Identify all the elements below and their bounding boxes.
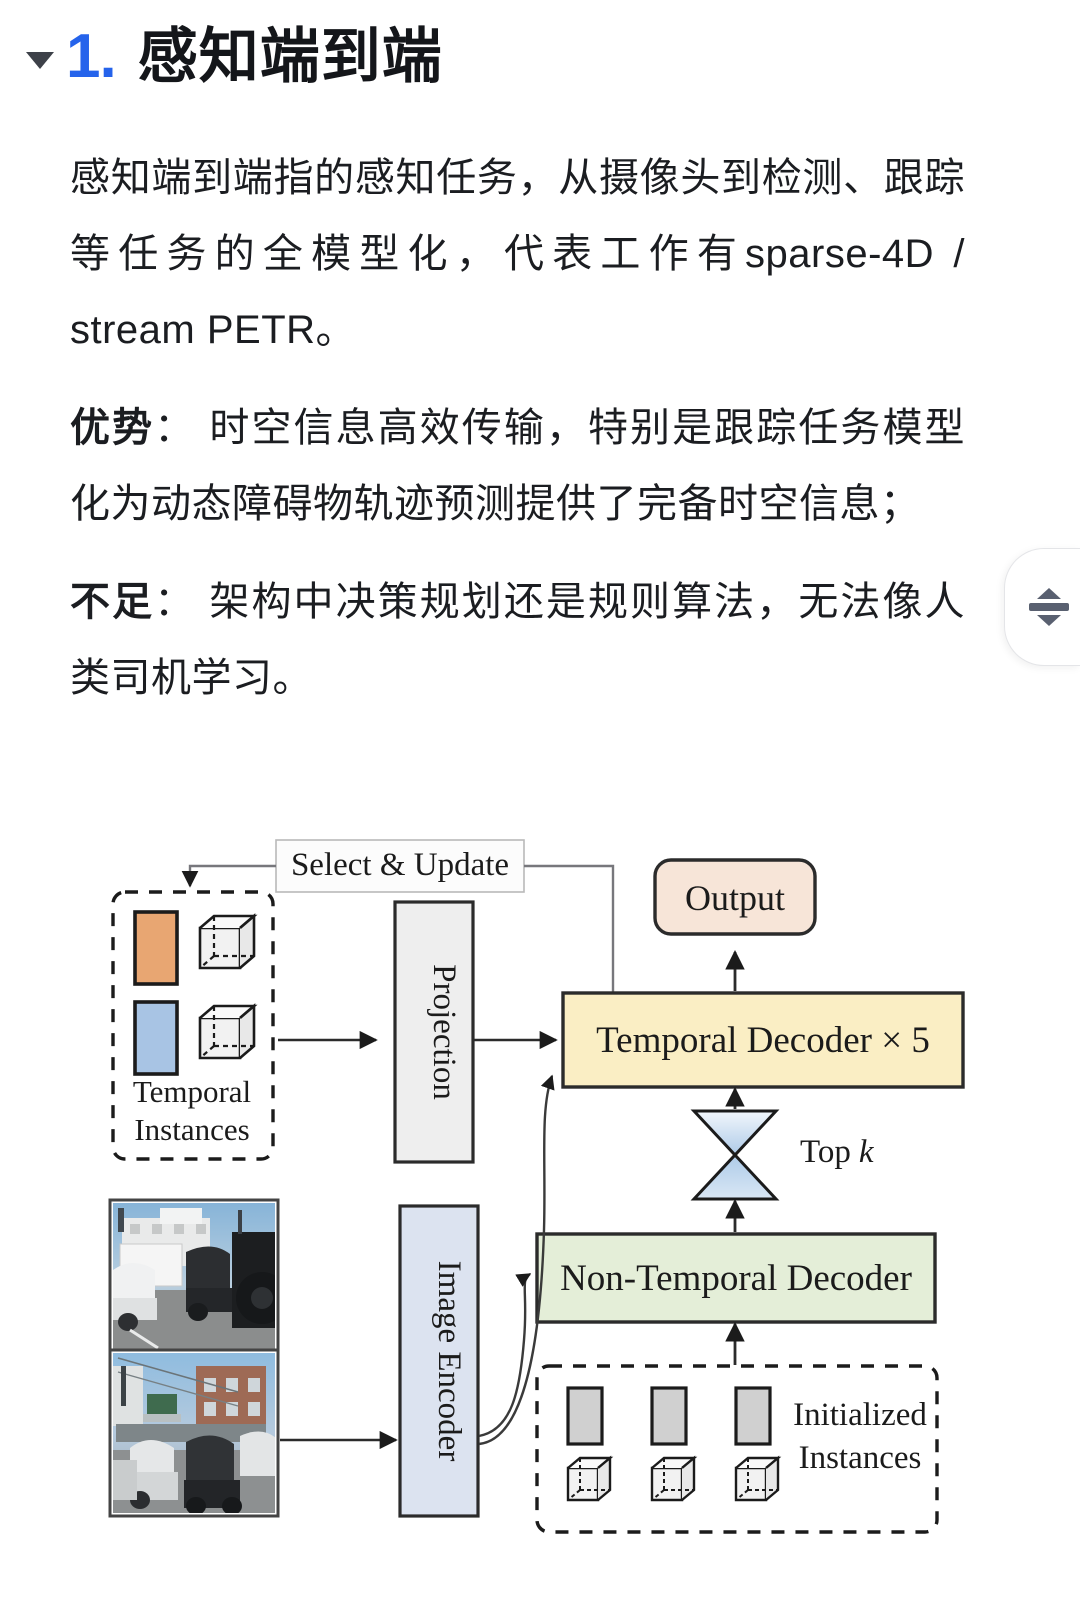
limitations-separator: ：: [154, 580, 197, 624]
initialized-instances-label-2: Instances: [799, 1440, 922, 1476]
temporal-instances-label-2: Instances: [134, 1112, 249, 1147]
projection-node: [393, 900, 475, 1164]
triangle-down-icon[interactable]: [1036, 615, 1061, 626]
paragraph-advantages: 优势： 时空信息高效传输，特别是跟踪任务模型化为动态障碍物轨迹预测提供了完备时空…: [70, 390, 965, 542]
paragraph-intro: 感知端到端指的感知任务，从摄像头到检测、跟踪等任务的全模型化，代表工作有spar…: [70, 140, 965, 368]
camera-image-top: [108, 1198, 280, 1356]
output-label: Output: [685, 878, 785, 918]
initialized-instances-label-1: Initialized: [793, 1397, 927, 1433]
advantages-text: 时空信息高效传输，特别是跟踪任务模型化为动态障碍物轨迹预测提供了完备时空信息；: [70, 406, 966, 526]
limitations-label: 不足: [70, 580, 155, 624]
paragraph-limitations: 不足： 架构中决策规划还是规则算法，无法像人类司机学习。: [70, 564, 965, 716]
architecture-diagram: Select & Update Temporal Instances Proje…: [0, 800, 1080, 1600]
triangle-down-icon[interactable]: [18, 38, 62, 82]
select-update-label: Select & Update: [291, 847, 509, 883]
non-temporal-decoder-node: [535, 1232, 937, 1324]
paragraph-intro-text: 感知端到端指的感知任务，从摄像头到检测、跟踪等任务的全模型化，代表工作有spar…: [70, 156, 965, 352]
advantages-separator: ：: [154, 406, 197, 450]
image-encoder-label: Image Encoder: [431, 1261, 467, 1462]
temporal-instances-group: [111, 890, 275, 1161]
select-update-node: [275, 839, 525, 893]
section-heading[interactable]: 1. 感知端到端: [0, 14, 1000, 106]
initialized-instances-group: [535, 1364, 939, 1534]
temporal-decoder-label: Temporal Decoder × 5: [596, 1020, 930, 1061]
scroll-resize-handle[interactable]: [1004, 548, 1080, 666]
limitations-text: 架构中决策规划还是规则算法，无法像人类司机学习。: [70, 580, 966, 700]
article-body: 感知端到端指的感知任务，从摄像头到检测、跟踪等任务的全模型化，代表工作有spar…: [70, 140, 965, 738]
temporal-decoder-node: [561, 991, 965, 1089]
advantages-label: 优势: [70, 406, 155, 450]
image-encoder-node: [398, 1204, 480, 1518]
divider-bar-icon: [1028, 603, 1069, 611]
heading-number: 1.: [66, 22, 117, 91]
camera-image-bottom: [108, 1348, 280, 1518]
page-title: 感知端到端: [137, 23, 443, 90]
projection-label: Projection: [426, 964, 462, 1100]
topk-hourglass-icon: [690, 1109, 780, 1201]
temporal-instances-label-1: Temporal: [133, 1074, 251, 1109]
non-temporal-decoder-label: Non-Temporal Decoder: [560, 1258, 912, 1299]
output-node: [653, 858, 817, 936]
triangle-up-icon[interactable]: [1036, 588, 1061, 599]
